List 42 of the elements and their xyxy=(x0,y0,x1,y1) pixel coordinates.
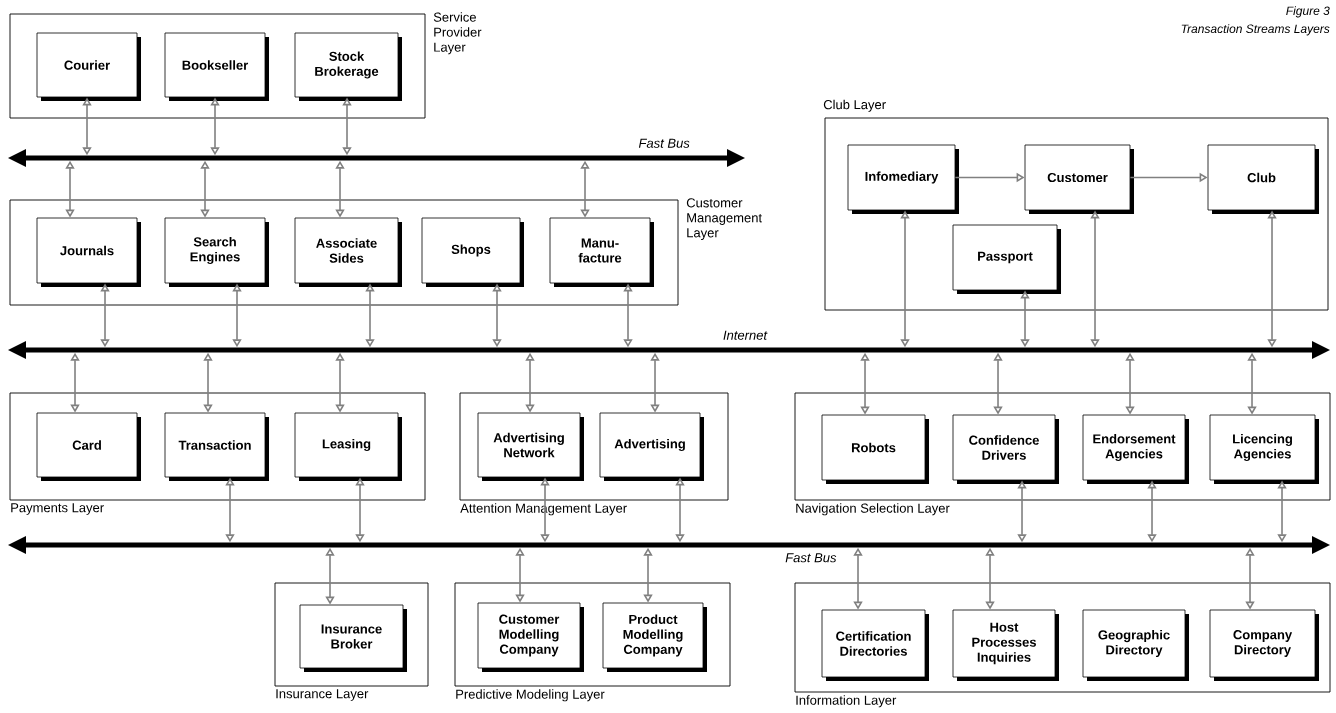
layer-label: Payments Layer xyxy=(11,503,104,515)
bus-label: Internet xyxy=(723,330,768,340)
component-box: Manu-facture xyxy=(549,217,654,287)
component-box: Infomediary xyxy=(847,144,959,214)
component-box: Confidence Drivers xyxy=(952,414,1059,484)
component-box: Company Directory xyxy=(1209,609,1319,681)
component-box: Shops xyxy=(421,217,524,287)
component-box: Search Engines xyxy=(164,217,269,287)
component-box: Associate Sides xyxy=(294,217,402,287)
component-box: Certification Directories xyxy=(821,609,929,681)
layer-label: Club Layer xyxy=(823,99,886,112)
bus-label: Fast Bus xyxy=(638,138,690,148)
component-box: Journals xyxy=(36,217,141,287)
layer-label: Attention Management Layer xyxy=(460,503,627,516)
component-box: Endorsement Agencies xyxy=(1082,414,1189,484)
component-box: Product Modelling Company xyxy=(602,602,707,672)
component-box: Advertising Network xyxy=(477,412,584,481)
component-box: Robots xyxy=(821,414,929,484)
figure-title: Figure 3 xyxy=(1286,6,1330,18)
component-box: Courier xyxy=(36,32,141,101)
component-box: Bookseller xyxy=(164,32,269,101)
layer-label: Navigation Selection Layer xyxy=(796,503,950,516)
layer-label: Information Layer xyxy=(796,695,897,708)
component-box: Host Processes Inquiries xyxy=(952,609,1059,681)
component-box: Customer Modelling Company xyxy=(477,602,584,672)
component-box: Geographic Directory xyxy=(1082,609,1189,681)
component-box: Customer xyxy=(1024,144,1134,214)
component-box: Transaction xyxy=(164,412,269,481)
component-box: Stock Brokerage xyxy=(294,32,402,101)
component-box: Advertising xyxy=(599,412,704,481)
component-box: Insurance Broker xyxy=(299,604,407,672)
component-box: Club xyxy=(1207,144,1319,214)
figure-caption: Transaction Streams Layers xyxy=(1181,24,1330,36)
component-box: Leasing xyxy=(294,412,402,481)
bus-label: Fast Bus xyxy=(785,553,837,563)
layer-label: Customer Management Layer xyxy=(686,198,762,240)
component-box: Passport xyxy=(952,224,1061,294)
component-box: Card xyxy=(36,412,141,481)
layer-label: Predictive Modeling Layer xyxy=(456,689,605,702)
component-box: Licencing Agencies xyxy=(1209,414,1319,484)
layer-label: Service Provider Layer xyxy=(433,12,482,55)
layer-label: Insurance Layer xyxy=(276,689,369,701)
